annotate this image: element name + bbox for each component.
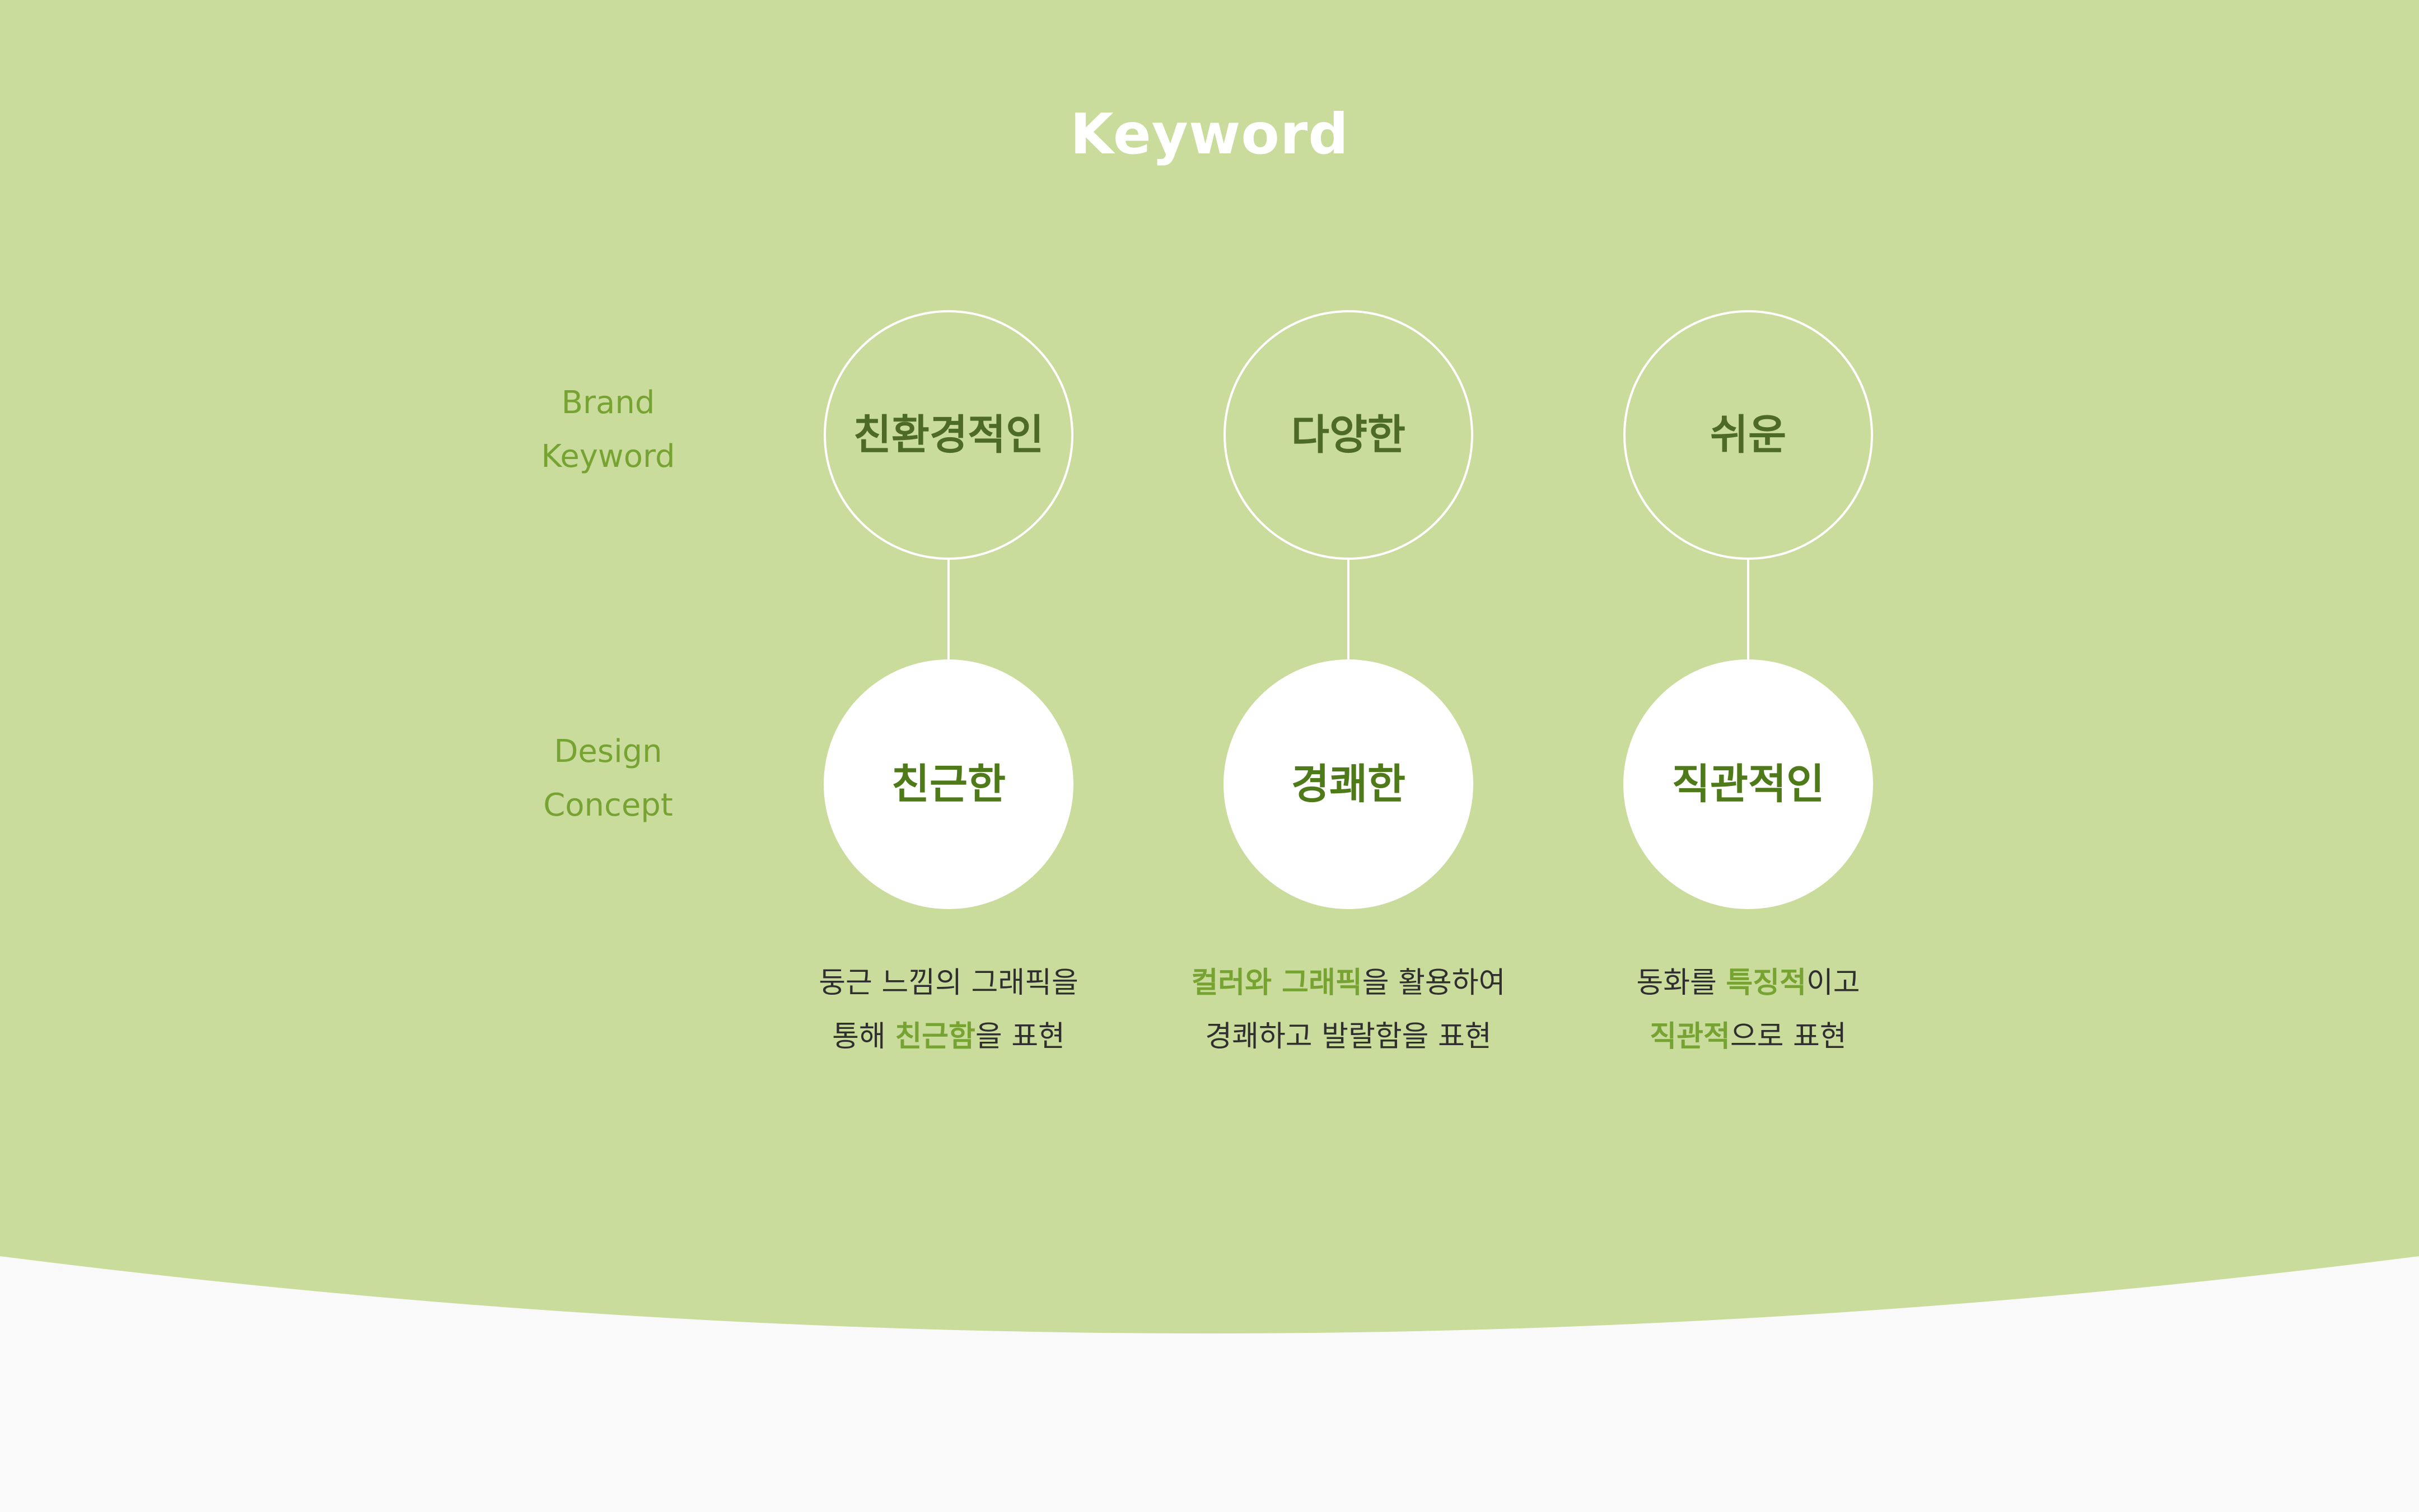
design-concept-text: 친근한 xyxy=(891,760,1006,808)
brand-keyword-text: 친환경적인 xyxy=(853,411,1044,459)
design-concept-circle-2: 경쾌한 xyxy=(1223,659,1473,909)
description-2: 컬러와 그래픽을 활용하여 경쾌하고 발랄함을 표현 xyxy=(1191,966,1506,1054)
design-concept-text: 직관적인 xyxy=(1671,760,1825,808)
description-1: 둥근 느낌의 그래픽을 통해 친근함을 표현 xyxy=(819,966,1078,1054)
design-concept-circle-3: 직관적인 xyxy=(1623,659,1873,909)
brand-keyword-circle-2: 다양한 xyxy=(1223,310,1473,560)
design-concept-text: 경쾌한 xyxy=(1291,760,1406,808)
description-3: 동화를 특징적이고 직관적으로 표현 xyxy=(1636,966,1860,1054)
design-concept-label: Design Concept xyxy=(543,733,673,823)
brand-keyword-circle-3: 쉬운 xyxy=(1623,310,1873,560)
brand-keyword-label: Brand Keyword xyxy=(541,385,675,475)
page-title: Keyword xyxy=(1070,101,1349,167)
connector-line xyxy=(1347,560,1349,659)
brand-keyword-text: 쉬운 xyxy=(1710,411,1787,459)
connector-line xyxy=(947,560,950,659)
brand-keyword-circle-1: 친환경적인 xyxy=(824,310,1073,560)
connector-line xyxy=(1747,560,1749,659)
design-concept-circle-1: 친근한 xyxy=(824,659,1073,909)
brand-keyword-text: 다양한 xyxy=(1291,411,1406,459)
